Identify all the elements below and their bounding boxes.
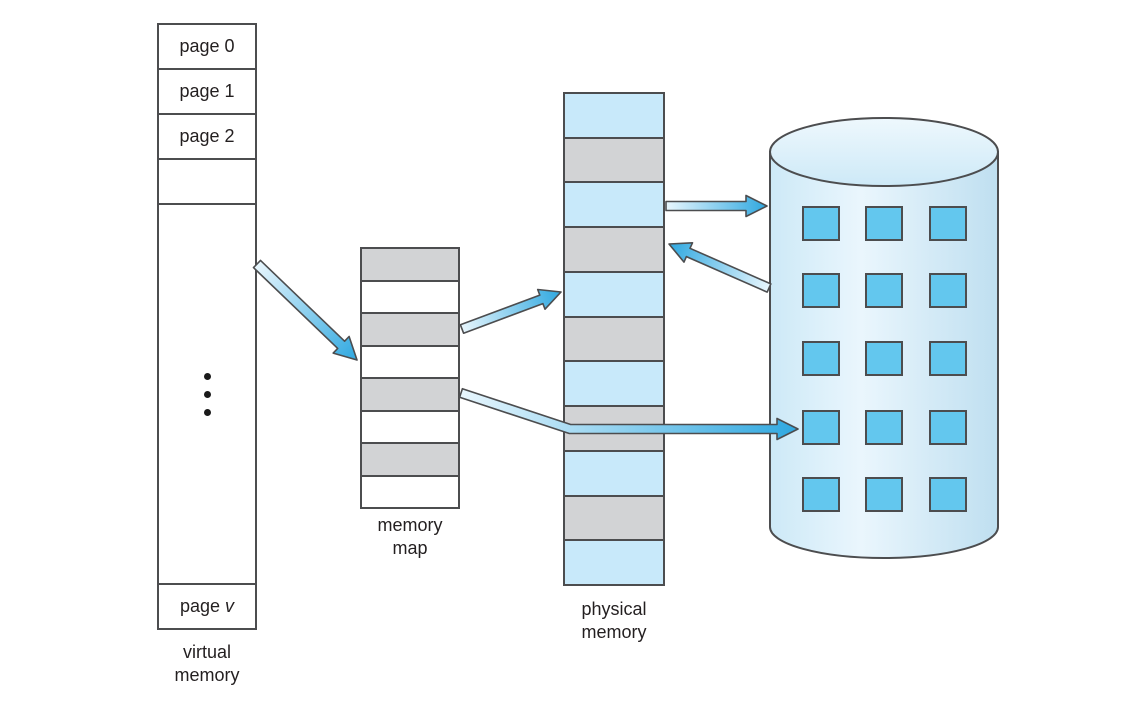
disk-block [929,477,967,512]
memory-map-cell-shaded [362,442,458,475]
pagev-prefix: page [179,596,226,616]
memory-map-cell-blank [362,409,458,442]
memory-map-caption-line1: memory [377,515,443,535]
disk-block [865,477,903,512]
ellipsis-dot [203,390,211,398]
ellipsis-dot [203,408,211,416]
memory-map-caption: memory map [325,514,495,560]
disk-block [802,477,840,512]
physical-memory-cell-shaded [565,226,663,271]
physical-memory-cell-shaded [565,136,663,182]
vm-cell-page0-label: page 0 [179,36,235,56]
arrow-physical-memory-to-disk [665,194,768,218]
physical-memory-cell-blue [565,360,663,406]
vm-cell-blank [159,160,255,205]
disk-block [929,341,967,376]
virtual-memory-column: page 0 page 1 page 2 page v [157,23,257,630]
memory-map-cell-blank [362,344,458,377]
vm-cell-pagev-label: page v [180,596,234,617]
disk-block [802,206,840,241]
vm-cell-page2: page 2 [159,115,255,160]
physical-memory-cell-blue [565,181,663,227]
vm-cell-page1-label: page 1 [179,81,235,101]
virtual-memory-caption: virtual memory [122,641,292,687]
ellipsis-dots [203,372,211,416]
disk-blocks [802,206,967,512]
physical-memory-cell-blue [565,94,663,137]
memory-map-cell-blank [362,474,458,507]
physical-memory-cell-blue [565,539,663,585]
physical-memory-column [563,92,665,586]
memory-map-cell-blank [362,279,458,312]
disk-block [865,341,903,376]
memory-map-cell-shaded [362,249,458,280]
memory-map-column [360,247,460,509]
physical-memory-cell-blue [565,449,663,495]
virtual-memory-caption-line1: virtual [182,642,231,662]
disk-block [865,273,903,308]
ellipsis-dot [203,372,211,380]
vm-cell-page1: page 1 [159,70,255,115]
disk-top-ellipse [769,117,999,187]
physical-memory-caption-line2: memory [581,622,647,642]
physical-memory-cell-blue [565,270,663,316]
memory-map-cell-shaded [362,312,458,345]
arrows-group [252,194,799,441]
memory-map-caption-line2: map [392,538,428,558]
pagev-italic-v: v [225,596,235,616]
disk-block [865,206,903,241]
disk-block [802,410,840,445]
arrow-memory-map-to-physical-memory [459,288,562,334]
virtual-memory-caption-line2: memory [174,665,240,685]
disk-block [929,273,967,308]
physical-memory-caption: physical memory [529,598,699,644]
vm-cell-page0: page 0 [159,25,255,70]
physical-memory-caption-line1: physical [581,599,647,619]
physical-memory-cell-shaded [565,405,663,450]
disk-cylinder [769,117,999,559]
disk-block [929,206,967,241]
disk-block [929,410,967,445]
disk-block [802,273,840,308]
vm-cell-ellipsis [159,205,255,583]
disk-body [769,151,999,559]
arrow-disk-to-physical-memory [668,242,772,293]
physical-memory-cell-shaded [565,315,663,361]
vm-cell-pagev: page v [159,583,255,628]
disk-block [865,410,903,445]
disk-block [802,341,840,376]
arrow-virtual-memory-to-memory-map [252,259,358,361]
memory-map-cell-shaded [362,377,458,410]
physical-memory-cell-shaded [565,494,663,540]
vm-cell-page2-label: page 2 [179,126,235,146]
